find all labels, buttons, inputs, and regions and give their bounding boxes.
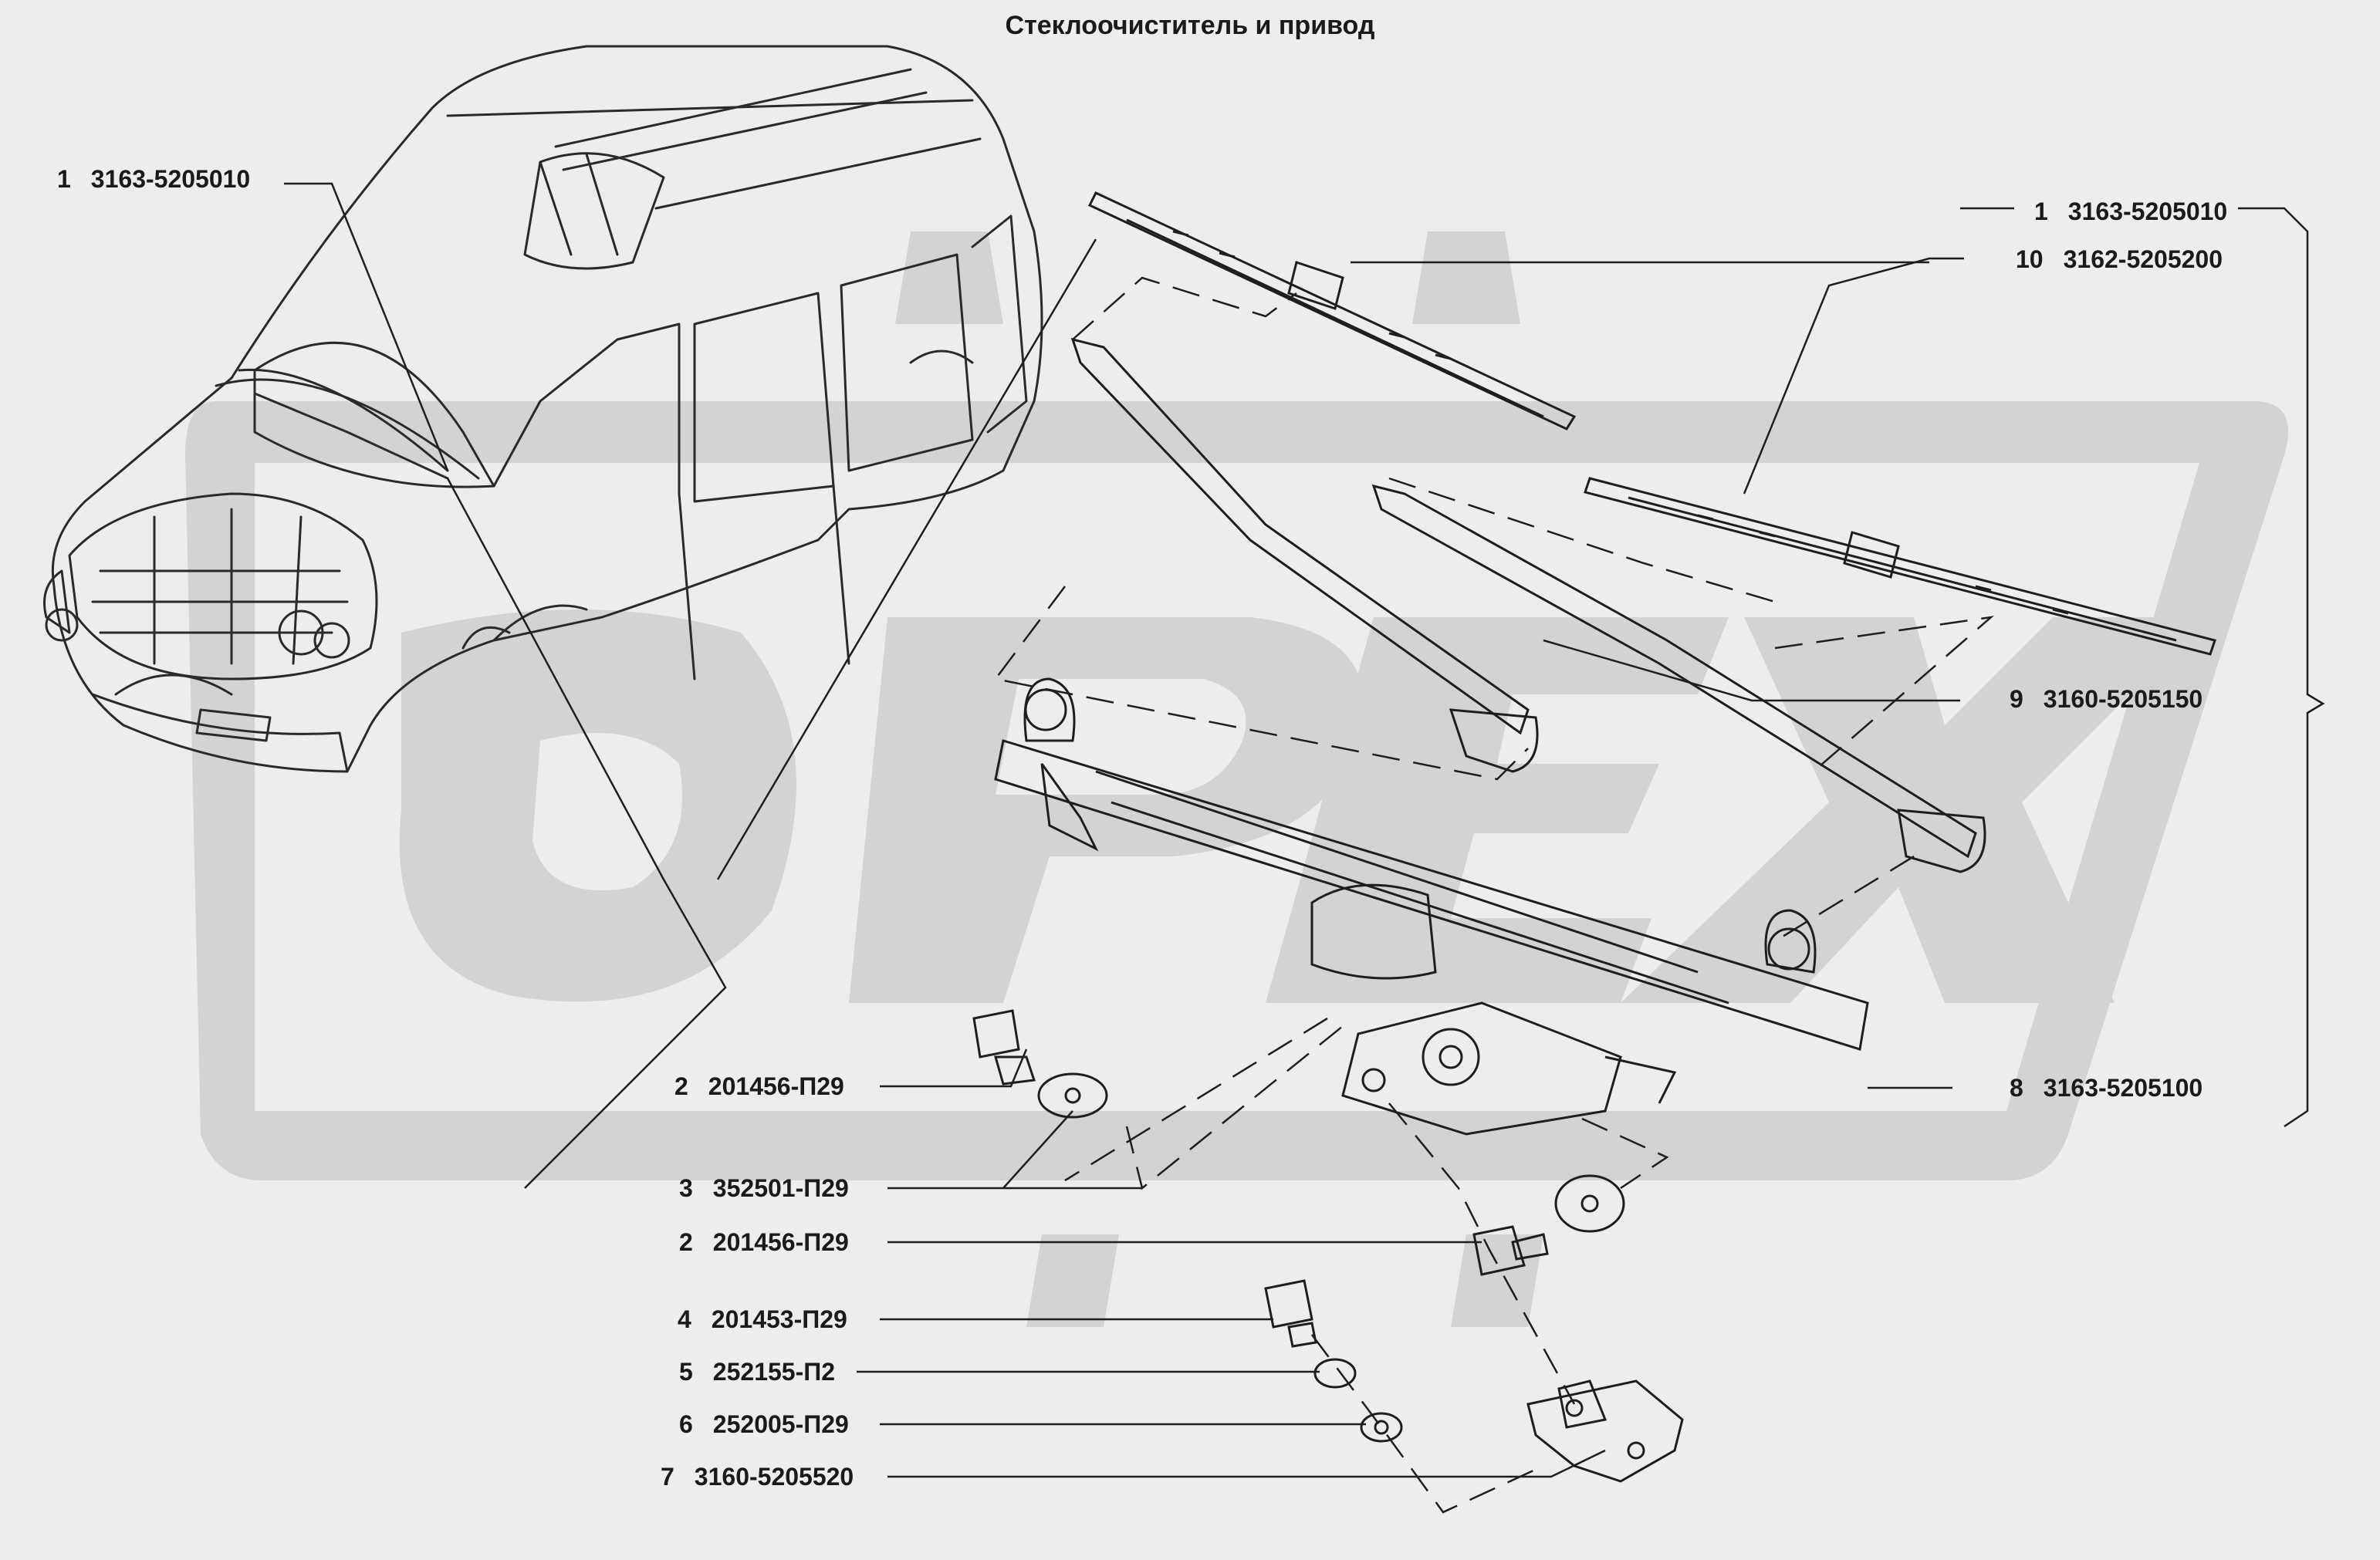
callout-number: 5 <box>679 1358 693 1386</box>
callout-part-number: 201453-П29 <box>711 1305 847 1333</box>
callout-10: 10 3162-5205200 <box>2016 245 2223 273</box>
wiper-arms <box>1070 337 1986 873</box>
callout-7: 7 3160-5205520 <box>661 1463 854 1491</box>
leader-lines <box>284 182 2325 1478</box>
callout-part-number: 3162-5205200 <box>2063 245 2223 273</box>
callout-9: 9 3160-5205150 <box>2010 685 2203 713</box>
callout-part-number: 352501-П29 <box>712 1174 849 1202</box>
callout-number: 2 <box>679 1228 693 1256</box>
callout-part-number: 3163-5205010 <box>90 165 251 193</box>
watermark-logo <box>185 231 2288 1327</box>
fasteners <box>972 1009 1684 1483</box>
callout-6: 6 252005-П29 <box>679 1410 849 1438</box>
callout-1-right: 1 3163-5205010 <box>2034 198 2227 225</box>
callout-3: 3 352501-П29 <box>679 1174 849 1202</box>
callout-number: 10 <box>2016 245 2044 273</box>
callout-2b: 2 201456-П29 <box>679 1228 849 1256</box>
callout-number: 7 <box>661 1463 674 1491</box>
callout-part-number: 3163-5205100 <box>2043 1074 2203 1102</box>
callout-part-number: 3160-5205520 <box>694 1463 854 1491</box>
wiper-blade-right <box>1584 477 2216 656</box>
callout-2a: 2 201456-П29 <box>674 1072 844 1100</box>
callout-number: 1 <box>2034 198 2048 225</box>
callout-number: 9 <box>2010 685 2023 713</box>
wiper-blade-top <box>1087 191 1577 431</box>
callout-part-number: 201456-П29 <box>712 1228 849 1256</box>
callout-part-number: 3163-5205010 <box>2067 198 2228 225</box>
callout-part-number: 252005-П29 <box>712 1410 849 1438</box>
callout-1-left: 1 3163-5205010 <box>57 165 250 193</box>
callout-4: 4 201453-П29 <box>678 1305 847 1333</box>
page-title: Стеклоочиститель и привод <box>1005 11 1375 40</box>
vehicle-illustration <box>43 45 1043 773</box>
callout-number: 8 <box>2010 1074 2023 1102</box>
callout-8: 8 3163-5205100 <box>2010 1074 2203 1102</box>
callout-number: 4 <box>678 1305 691 1333</box>
callout-number: 6 <box>679 1410 693 1438</box>
callout-part-number: 252155-П2 <box>712 1358 836 1386</box>
callout-part-number: 201456-П29 <box>708 1072 844 1100</box>
wiper-linkage-motor <box>994 677 1869 1136</box>
callout-number: 1 <box>57 165 71 193</box>
callout-5: 5 252155-П2 <box>679 1358 835 1386</box>
callout-part-number: 3160-5205150 <box>2043 685 2203 713</box>
callout-number: 3 <box>679 1174 693 1202</box>
callout-number: 2 <box>674 1072 688 1100</box>
